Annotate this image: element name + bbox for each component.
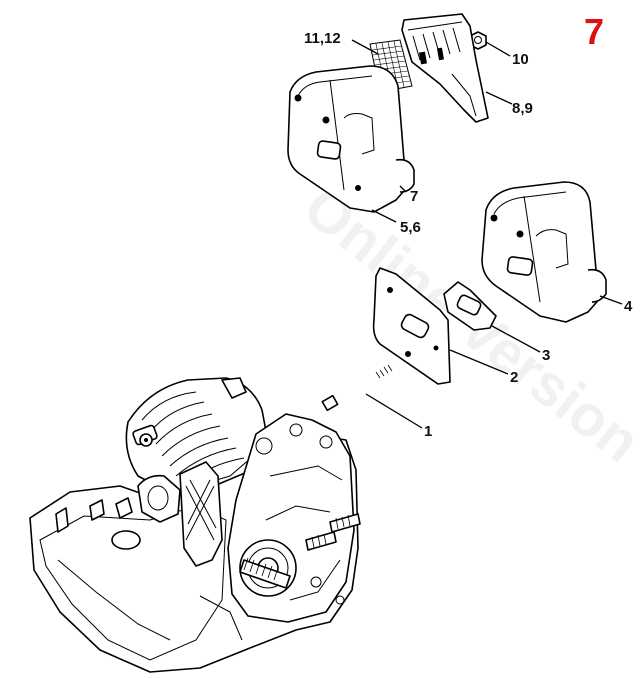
cover-studs	[305, 513, 361, 551]
callout-2: 2	[510, 369, 518, 386]
crank-boss	[239, 539, 297, 597]
callout-3: 3	[542, 347, 550, 364]
leader-3	[491, 325, 541, 353]
callout-labels: 11,12 10 8,9 7 5,6 4 3 2 1	[304, 30, 633, 440]
callout-7: 7	[410, 188, 418, 205]
powerhead	[29, 377, 361, 673]
cover-plate-part-8-9	[401, 13, 489, 123]
leader-1	[365, 393, 423, 429]
callout-5-6: 5,6	[400, 219, 421, 236]
leader-10	[485, 41, 511, 57]
callout-10: 10	[512, 51, 529, 68]
leader-2	[449, 349, 509, 375]
leader-7	[399, 185, 407, 193]
spark-plug	[132, 424, 158, 447]
callout-1: 1	[424, 423, 432, 440]
leader-4	[599, 295, 623, 305]
callout-11-12: 11,12	[304, 30, 341, 47]
callout-4: 4	[624, 298, 633, 315]
leader-lines	[351, 39, 623, 429]
callout-8-9: 8,9	[512, 100, 533, 117]
leader-11-12	[351, 39, 379, 55]
bracket	[179, 461, 223, 567]
stud-part-1	[321, 364, 395, 412]
muffler-part-4	[481, 181, 607, 323]
leader-8-9	[485, 91, 513, 105]
leader-5-6	[371, 209, 397, 223]
page-number: 7	[584, 11, 604, 52]
muffler-part-5-6	[287, 65, 415, 213]
gasket-part-3	[443, 281, 497, 331]
plate-part-2	[372, 267, 451, 385]
cylinder-fins	[125, 377, 269, 493]
